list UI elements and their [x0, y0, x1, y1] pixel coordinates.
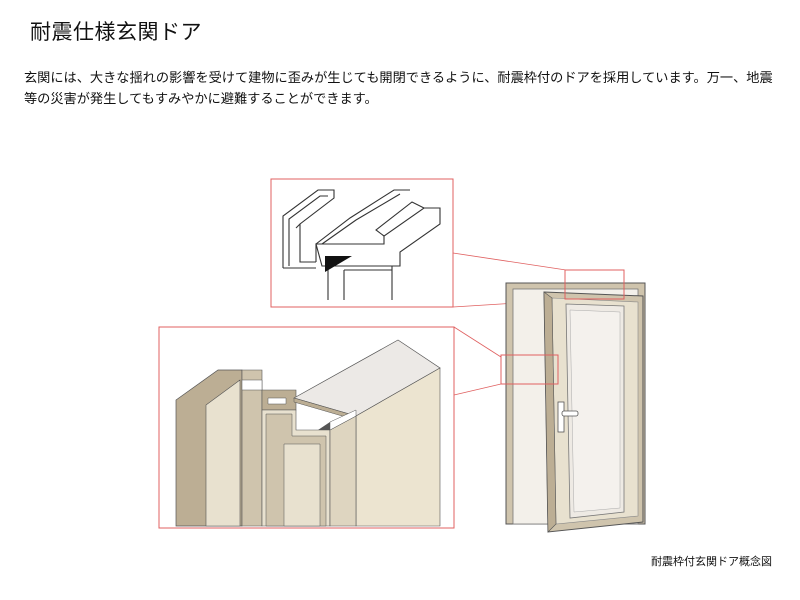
figure-caption: 耐震枠付玄関ドア概念図: [651, 555, 772, 568]
door-handle-icon: [557, 401, 565, 433]
description-text: 玄関には、大きな揺れの影響を受けて建物に歪みが生じても開閉できるように、耐震枠付…: [24, 71, 773, 107]
page-title: 耐震仕様玄関ドア: [30, 20, 202, 44]
door-illustration: [500, 269, 646, 533]
main-detail-callout: [158, 326, 502, 529]
